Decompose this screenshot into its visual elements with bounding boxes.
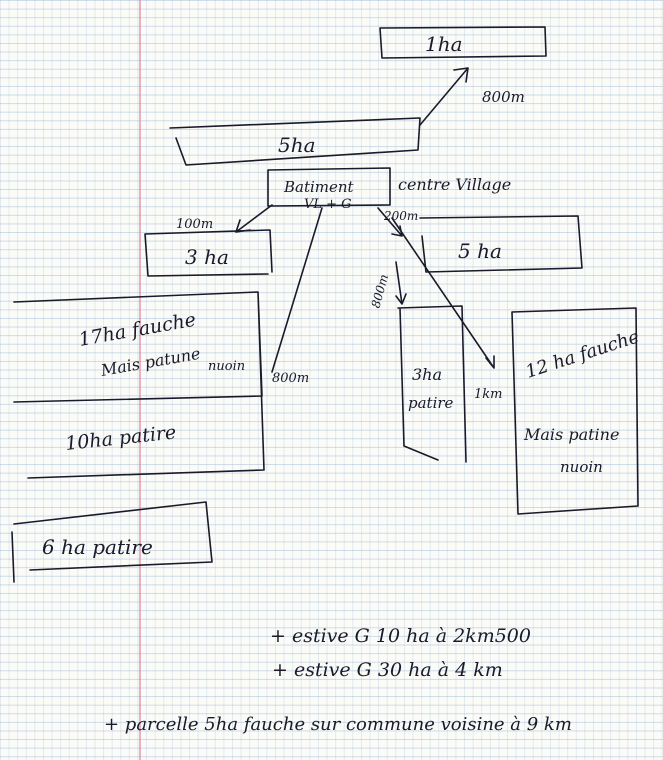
dist-200m: 200m (383, 209, 418, 223)
field-3ha-left-label: 3 ha (185, 245, 229, 269)
left-17ha-line2: Mais patune (98, 344, 201, 380)
field-1ha-outline (379, 26, 547, 59)
mid-3ha-line1: 3ha (412, 365, 442, 384)
left-10ha-label: 10ha patire (64, 421, 177, 455)
arrow-to-1ha (419, 67, 469, 126)
building-label-1: Batiment (283, 178, 355, 196)
arrow-to-3ha (235, 204, 273, 233)
note-line-2: + estive G 30 ha à 4 km (272, 659, 503, 681)
field-12ha-outline (511, 307, 639, 515)
line-building-to-17ha (271, 207, 323, 373)
arrow-800m-mid (395, 261, 407, 305)
building-outline (267, 167, 391, 207)
field-6ha-outline (11, 501, 213, 583)
field-5ha-top-outline (169, 117, 421, 166)
field-3ha-left-outline (144, 229, 273, 277)
field-5ha-right-label: 5 ha (458, 239, 502, 263)
field-3ha-mid-outline (397, 305, 467, 463)
left-6ha-label: 6 ha patire (42, 535, 153, 559)
right-12ha-line1: 12 ha fauche (523, 326, 642, 382)
dist-800m-top: 800m (482, 88, 525, 106)
right-12ha-line3: nuoin (560, 458, 603, 476)
right-12ha-line2: Mais patine (523, 425, 619, 444)
dist-100m: 100m (176, 217, 213, 232)
field-5ha-top-label: 5ha (278, 133, 316, 157)
field-17ha-outline (13, 291, 265, 479)
dist-800m-mid: 800m (369, 273, 391, 310)
field-1ha-label: 1ha (425, 32, 463, 56)
left-17ha-line3: nuoin (208, 359, 245, 374)
note-line-3: + parcelle 5ha fauche sur commune voisin… (104, 714, 572, 735)
centre-village-label: centre Village (398, 175, 511, 194)
line-building-to-12ha (391, 217, 495, 369)
mid-3ha-line2: patire (408, 394, 454, 412)
note-line-1: + estive G 10 ha à 2km500 (270, 625, 531, 647)
dist-800m-left: 800m (272, 371, 309, 386)
building-label-2: VL + G (304, 197, 352, 212)
dist-1km: 1km (474, 387, 502, 402)
left-17ha-line1: 17ha fauche (77, 309, 198, 351)
field-5ha-right-outline (419, 215, 583, 273)
